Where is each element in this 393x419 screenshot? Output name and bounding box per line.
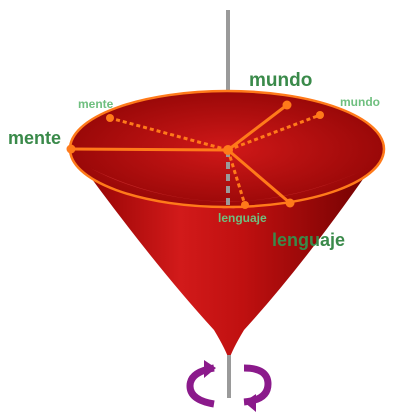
point-mundo-front: [283, 101, 292, 110]
point-center: [223, 145, 233, 155]
connector-mente-front: [71, 149, 228, 150]
label-mente-back: mente: [78, 97, 114, 111]
label-lenguaje-back: lenguaje: [218, 211, 267, 225]
label-mundo-front: mundo: [249, 70, 312, 91]
rotation-arrow-right-icon: [244, 368, 268, 412]
label-lenguaje-front: lenguaje: [272, 230, 345, 250]
label-mente-front: mente: [8, 128, 61, 148]
point-mente-back: [106, 114, 114, 122]
label-mundo-back: mundo: [340, 95, 380, 109]
point-lenguaje-back: [241, 201, 249, 209]
rotation-arrow-left-icon: [190, 360, 216, 404]
point-lenguaje-front: [286, 199, 295, 208]
point-mundo-back: [316, 111, 324, 119]
point-mente-front: [67, 145, 76, 154]
